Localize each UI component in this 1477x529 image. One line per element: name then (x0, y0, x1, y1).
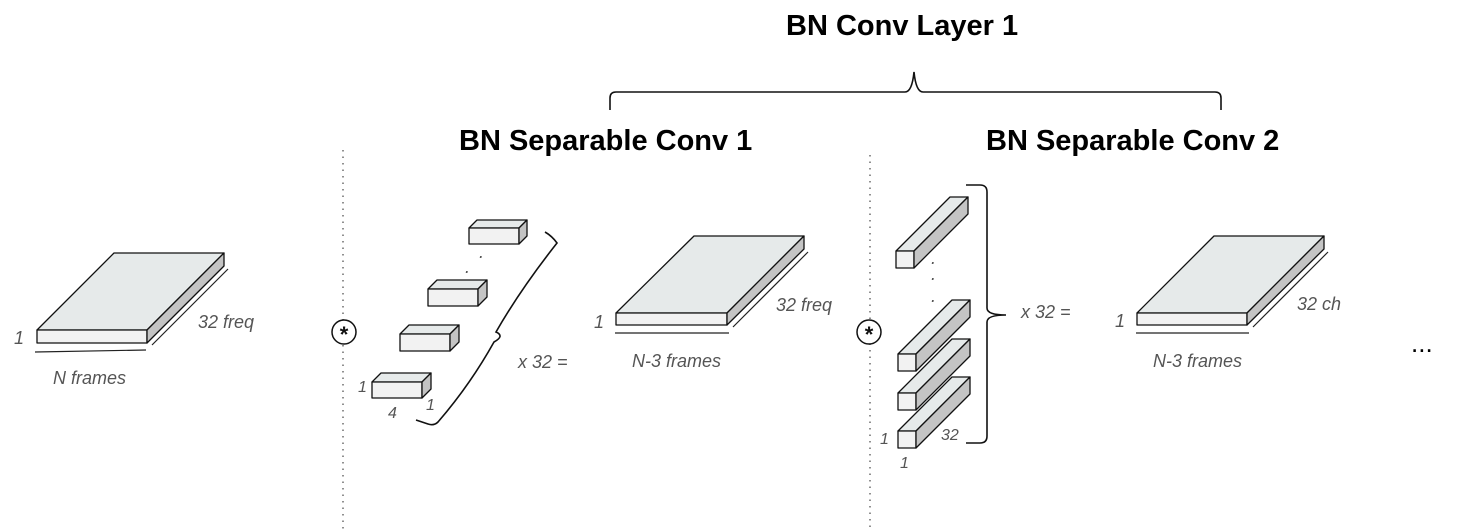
input-height-label: 1 (14, 328, 24, 348)
ellipsis: ... (1411, 328, 1433, 358)
conv-op-circle-1 (331, 319, 357, 345)
kernel-1d (371, 372, 432, 399)
sep2-multiplier: x 32 = (1020, 302, 1071, 322)
input-width-edge (34, 349, 147, 353)
sep1-kernel-height-label: 1 (358, 379, 367, 396)
input-width-label: N frames (53, 368, 126, 388)
sep1-dots-a: . (479, 242, 484, 262)
sep1-kernel-width-label: 4 (388, 405, 397, 422)
sep-conv-2-title: BN Separable Conv 2 (986, 125, 1280, 157)
kernel-2b (897, 299, 971, 372)
sep1-dots-b: . (465, 257, 470, 277)
sep1-out-depth-label: 32 freq (776, 295, 832, 315)
input-slab (36, 252, 225, 344)
sep2-kernel-brace (966, 184, 1007, 444)
sep1-kernel-depth-label: 1 (426, 397, 435, 414)
kernel-2a (895, 196, 969, 269)
sep2-kernel-depth-label: 32 (941, 427, 959, 444)
sep2-kernel-height-label: 1 (880, 431, 889, 448)
sep2-kernel-width-label: 1 (900, 455, 909, 472)
layer-title: BN Conv Layer 1 (786, 10, 1019, 42)
input-depth-edge (151, 268, 229, 346)
sep1-kernel-brace (415, 231, 558, 426)
sep1-out-height-label: 1 (594, 312, 604, 332)
sep2-out-depth-label: 32 ch (1297, 294, 1341, 314)
sep2-dots-c: . (931, 286, 936, 306)
kernel-1a (468, 219, 528, 245)
layer-brace (609, 71, 1222, 110)
conv-op-symbol-2: * (865, 322, 874, 347)
sep1-output-slab (615, 235, 805, 326)
kernel-1c (399, 324, 460, 352)
kernel-1b (427, 279, 488, 307)
conv-op-symbol-1: * (340, 322, 349, 347)
sep1-out-width-label: N-3 frames (632, 351, 721, 371)
sep2-dots-b: . (931, 264, 936, 284)
sep1-multiplier: x 32 = (517, 352, 568, 372)
sep2-out-width-label: N-3 frames (1153, 351, 1242, 371)
kernel-2c (897, 338, 971, 411)
sep2-depth-edge (1252, 251, 1329, 328)
sep1-depth-edge (732, 251, 809, 328)
sep2-dots-a: . (931, 248, 936, 268)
kernel-2d (897, 376, 971, 449)
conv-op-circle-2 (856, 319, 882, 345)
sep2-output-slab (1136, 235, 1325, 326)
sep2-out-height-label: 1 (1115, 311, 1125, 331)
sep-conv-1-title: BN Separable Conv 1 (459, 125, 753, 157)
input-depth-label: 32 freq (198, 312, 254, 332)
